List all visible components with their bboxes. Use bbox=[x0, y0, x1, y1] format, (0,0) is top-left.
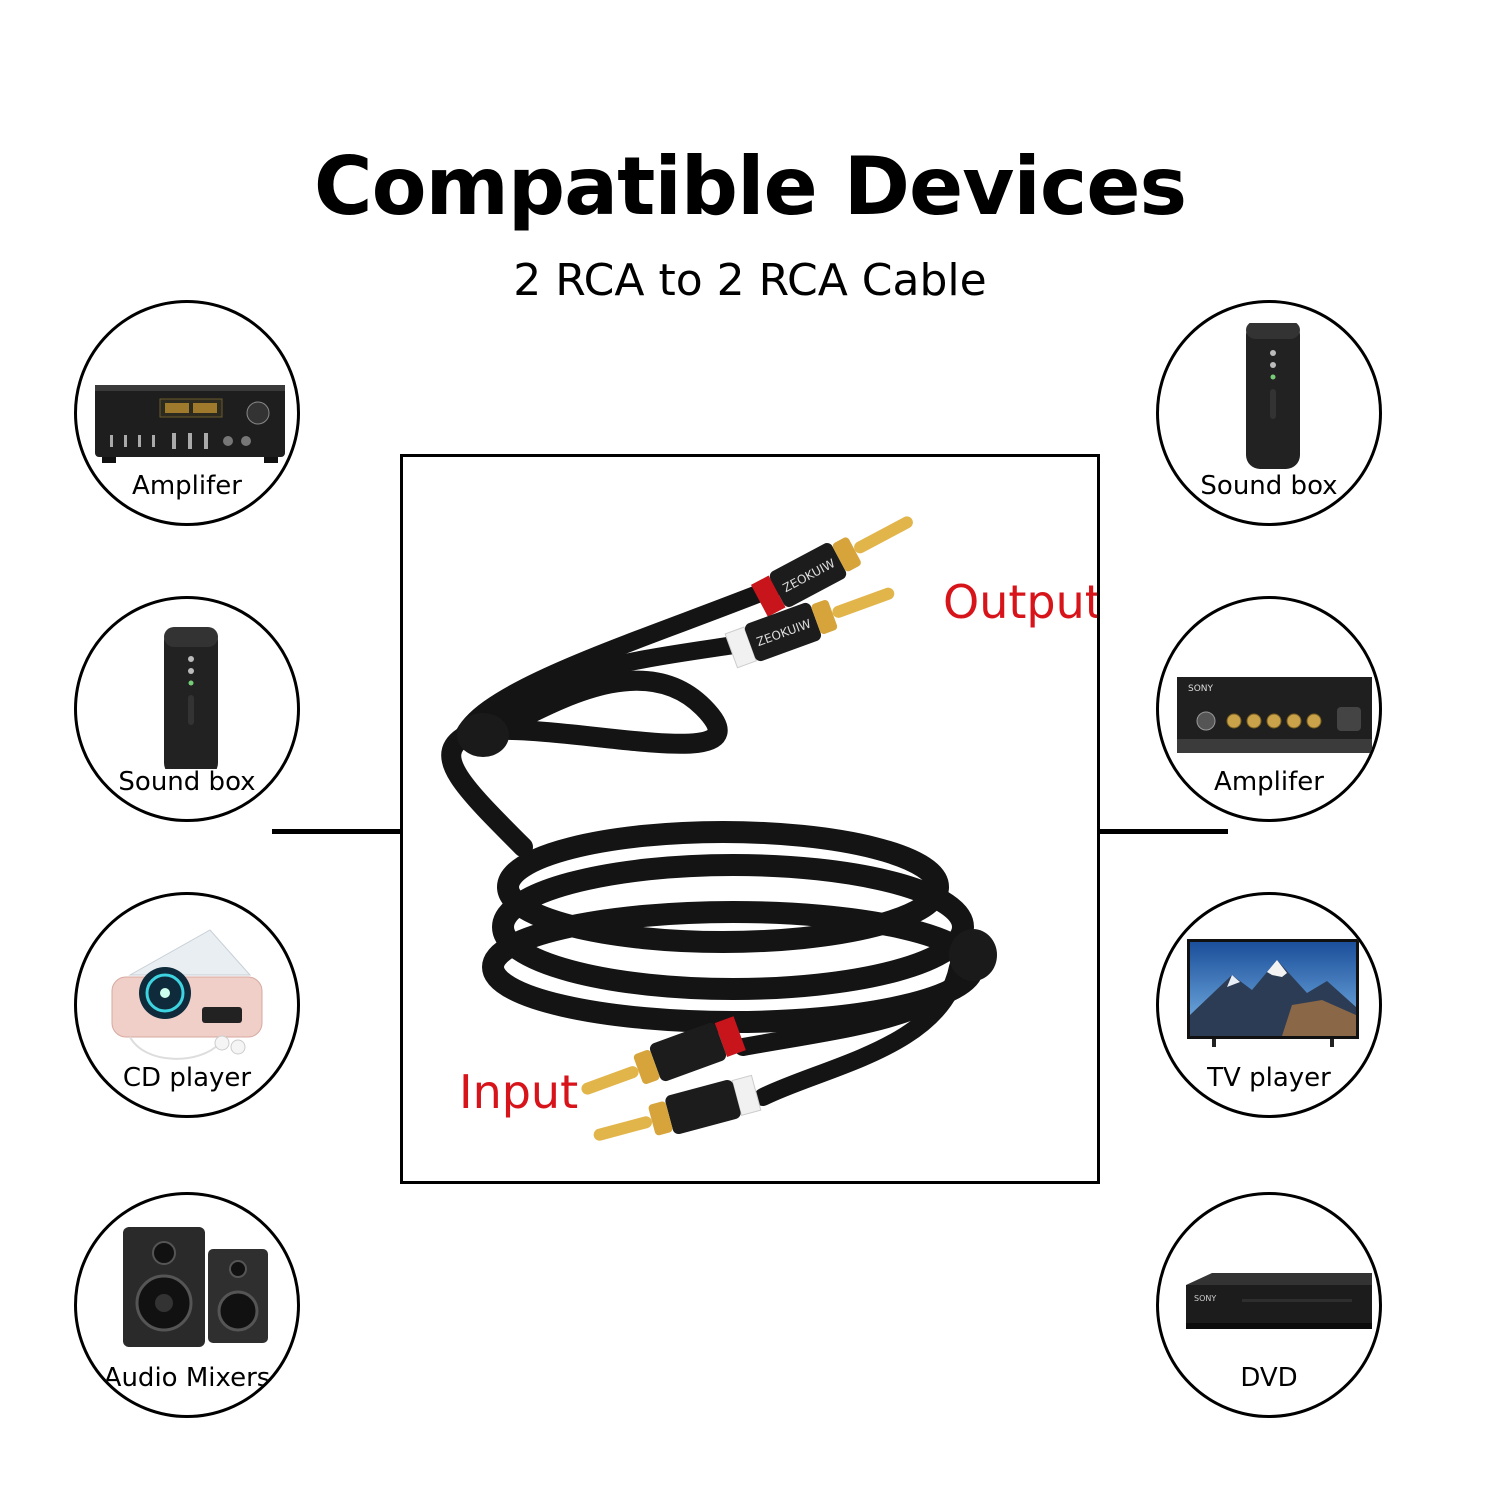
dvd-player-icon: SONY bbox=[1186, 1273, 1372, 1329]
cd-player-icon bbox=[111, 929, 263, 1060]
output-plug-white: ZEOKUIW bbox=[724, 587, 895, 669]
device-label: Sound box bbox=[1200, 471, 1338, 501]
amplifier-icon bbox=[95, 385, 285, 463]
device-tv-player-right: TV player bbox=[1156, 892, 1382, 1118]
device-audio-mixers-left: Audio Mixers bbox=[74, 1192, 300, 1418]
page-title: Compatible Devices bbox=[313, 140, 1187, 233]
device-amplifier-left: Amplifer bbox=[74, 300, 300, 526]
device-label: DVD bbox=[1240, 1363, 1298, 1393]
output-label: Output bbox=[943, 575, 1100, 629]
device-label: Audio Mixers bbox=[103, 1363, 271, 1393]
input-plug-red bbox=[581, 1016, 746, 1095]
right-connector-line bbox=[1098, 829, 1228, 834]
device-label: Amplifer bbox=[1214, 767, 1324, 797]
device-dvd-right: SONY DVD bbox=[1156, 1192, 1382, 1418]
device-label: Sound box bbox=[118, 767, 256, 797]
device-sound-box-left: Sound box bbox=[74, 596, 300, 822]
device-label: Amplifer bbox=[132, 471, 242, 501]
page-subtitle: 2 RCA to 2 RCA Cable bbox=[513, 255, 987, 306]
sound-box-icon bbox=[164, 627, 218, 769]
output-plug-red: ZEOKUIW bbox=[750, 516, 913, 617]
amplifier-brand: SONY bbox=[1188, 684, 1214, 694]
device-cd-player-left: CD player bbox=[74, 892, 300, 1118]
device-label: TV player bbox=[1207, 1063, 1331, 1093]
rca-cable-illustration: ZEOKUIW ZEOKUIW bbox=[441, 516, 997, 1141]
device-amplifier-right: SONY Amplifer bbox=[1156, 596, 1382, 822]
device-sound-box-right: Sound box bbox=[1156, 300, 1382, 526]
product-image-frame: ZEOKUIW ZEOKUIW Output Input bbox=[400, 454, 1100, 1184]
input-label: Input bbox=[459, 1065, 579, 1119]
sound-box-icon bbox=[1246, 323, 1300, 469]
device-label: CD player bbox=[122, 1063, 252, 1093]
speakers-icon bbox=[123, 1227, 268, 1347]
tv-icon bbox=[1187, 939, 1359, 1047]
left-connector-line bbox=[272, 829, 402, 834]
input-plug-white bbox=[593, 1074, 762, 1141]
amplifier-icon: SONY bbox=[1177, 677, 1372, 753]
dvd-brand: SONY bbox=[1194, 1294, 1216, 1303]
